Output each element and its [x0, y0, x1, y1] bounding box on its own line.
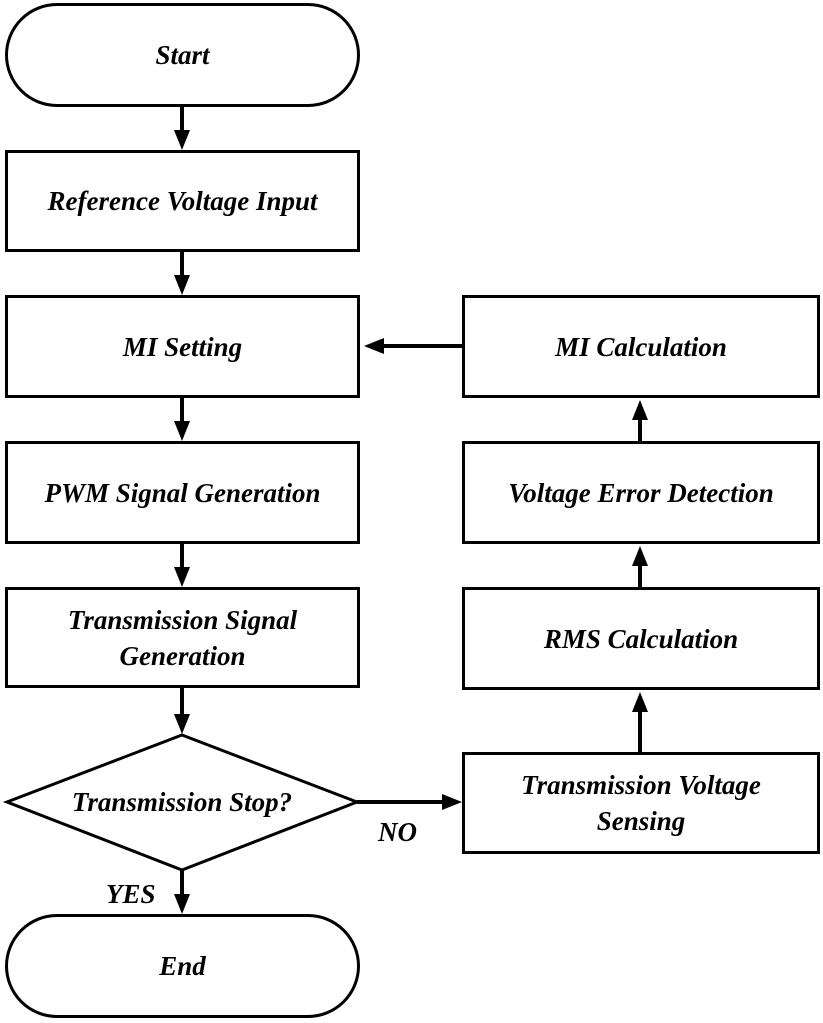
- transmission-voltage-sensing-box: Transmission Voltage Sensing: [462, 752, 820, 854]
- arrowhead: [174, 275, 190, 295]
- arrowhead: [174, 894, 190, 914]
- arrowhead: [632, 692, 648, 712]
- arrowhead: [174, 567, 190, 587]
- start-terminal: Start: [5, 3, 360, 107]
- mi-setting-label: MI Setting: [122, 331, 243, 362]
- decision-text: Transmission Stop?: [71, 786, 293, 817]
- voltage-error-detection-label: Voltage Error Detection: [508, 477, 774, 508]
- arrowhead: [174, 714, 190, 734]
- arrowhead: [174, 421, 190, 441]
- arrowhead: [632, 400, 648, 420]
- arrowhead: [364, 338, 384, 354]
- mi-calculation-label: MI Calculation: [555, 331, 727, 362]
- no-label: NO: [378, 817, 417, 847]
- arrowhead: [442, 794, 462, 810]
- transmission-signal-generation-line2: Generation: [119, 640, 246, 671]
- mi-calculation-box: MI Calculation: [462, 295, 820, 398]
- end-label: End: [159, 951, 206, 981]
- reference-voltage-input-box: Reference Voltage Input: [5, 150, 360, 252]
- arrowhead: [632, 546, 648, 566]
- voltage-error-detection-box: Voltage Error Detection: [462, 441, 820, 544]
- pwm-signal-generation-label: PWM Signal Generation: [44, 477, 321, 508]
- transmission-signal-generation-box: Transmission Signal Generation: [5, 587, 360, 688]
- start-label: Start: [155, 40, 210, 70]
- decision-label: Transmission Stop?: [7, 782, 357, 822]
- pwm-signal-generation-box: PWM Signal Generation: [5, 441, 360, 544]
- mi-setting-box: MI Setting: [5, 295, 360, 398]
- transmission-signal-generation-line1: Transmission Signal: [67, 604, 298, 635]
- end-terminal: End: [5, 914, 360, 1018]
- transmission-voltage-sensing-line2: Sensing: [596, 806, 686, 836]
- rms-calculation-box: RMS Calculation: [462, 587, 820, 690]
- yes-label: YES: [106, 879, 156, 909]
- arrowhead: [174, 130, 190, 150]
- reference-voltage-input-label: Reference Voltage Input: [47, 186, 318, 216]
- transmission-voltage-sensing-line1: Transmission Voltage: [521, 770, 761, 800]
- rms-calculation-label: RMS Calculation: [543, 623, 739, 654]
